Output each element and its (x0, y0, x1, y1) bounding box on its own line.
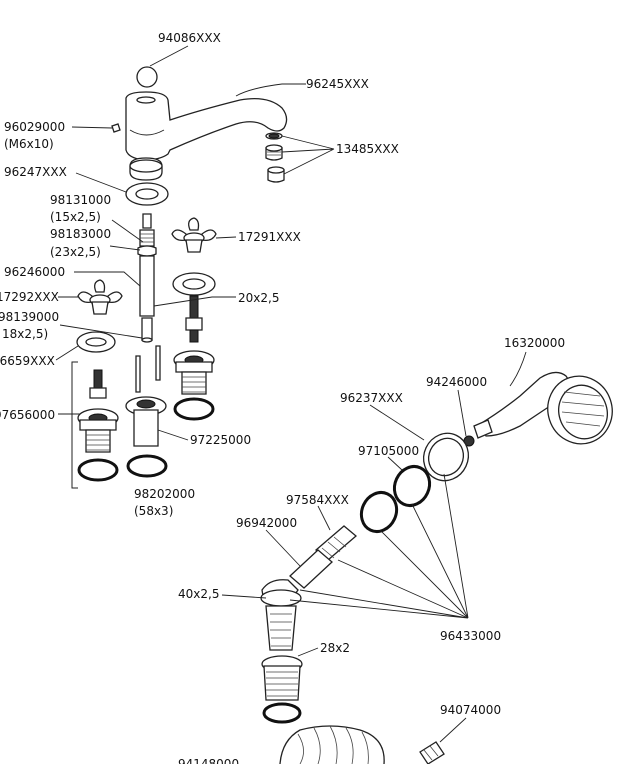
right-oring-part (173, 397, 215, 421)
label-96029000: 96029000 (4, 120, 65, 134)
left-group-bracket (71, 361, 78, 489)
right-cross-handle-part (171, 217, 217, 253)
label-94148000: 94148000 (178, 757, 239, 764)
label-97584XXX: 97584XXX (286, 493, 349, 507)
leader-lines (55, 45, 527, 743)
escutcheon-part (125, 182, 169, 206)
left-oring-part (77, 458, 119, 482)
label-94246000: 94246000 (426, 375, 487, 389)
mounting-bolts-part (135, 345, 161, 393)
left-cross-handle-part (77, 279, 123, 315)
label-98183000-size: (23x2,5) (50, 245, 101, 259)
label-98139000-size: 18x2,5) (2, 327, 48, 341)
label-96237XXX: 96237XXX (340, 391, 403, 405)
set-screw-part (111, 123, 121, 133)
hose-nut-part (419, 741, 445, 764)
shower-hose-part (279, 725, 385, 764)
label-98202000-size: (58x3) (134, 504, 173, 518)
base-ring-part (129, 157, 163, 181)
label-97225000: 97225000 (190, 433, 251, 447)
right-valve-stem-part (185, 295, 203, 343)
label-96942000: 96942000 (236, 516, 297, 530)
label-96245XXX: 96245XXX (306, 77, 369, 91)
label-40x2-5: 40x2,5 (178, 587, 219, 601)
label-98202000: 98202000 (134, 487, 195, 501)
part-labels: 94086XXX 96245XXX 96029000 (M6x10) 13485… (0, 31, 565, 764)
label-96659XXX: 96659XXX (0, 354, 55, 368)
label-17292XXX: 17292XXX (0, 290, 59, 304)
label-13485XXX: 13485XXX (336, 142, 399, 156)
hose-weight-part (261, 655, 303, 701)
hand-shower-part (473, 371, 613, 445)
label-94074000: 94074000 (440, 703, 501, 717)
center-support-part (125, 396, 167, 447)
center-cartridge-part (137, 213, 157, 343)
cap-ball-part (136, 66, 158, 88)
left-valve-body-part (77, 408, 119, 453)
hose-oring-part (262, 702, 302, 724)
right-valve-body-part (173, 350, 215, 395)
label-28x2: 28x2 (320, 641, 350, 655)
label-16320000: 16320000 (504, 336, 565, 350)
right-escutcheon-part (172, 272, 216, 296)
label-96433000: 96433000 (440, 629, 501, 643)
hose-elbow-part (260, 579, 302, 607)
label-98131000-size: (15x2,5) (50, 210, 101, 224)
center-oring-part (126, 454, 168, 478)
left-valve-stem-part (89, 369, 107, 399)
hose-guide-part (265, 605, 297, 651)
label-17291XXX: 17291XXX (238, 230, 301, 244)
label-98183000: 98183000 (50, 227, 111, 241)
label-97656000: 97656000 (0, 408, 55, 422)
spout-body-part (125, 91, 288, 161)
label-98139000: 98139000 (0, 310, 59, 324)
label-97105000: 97105000 (358, 444, 419, 458)
label-96029000-size: (M6x10) (4, 137, 54, 151)
aerator-parts (265, 132, 285, 183)
label-96247XXX: 96247XXX (4, 165, 67, 179)
label-94086XXX: 94086XXX (158, 31, 221, 45)
label-96246000: 96246000 (4, 265, 65, 279)
shower-filter-discs-part (359, 432, 470, 533)
label-20x2-5: 20x2,5 (238, 291, 279, 305)
label-98131000: 98131000 (50, 193, 111, 207)
hose-connector-part (289, 525, 358, 589)
left-escutcheon-part (76, 331, 116, 353)
